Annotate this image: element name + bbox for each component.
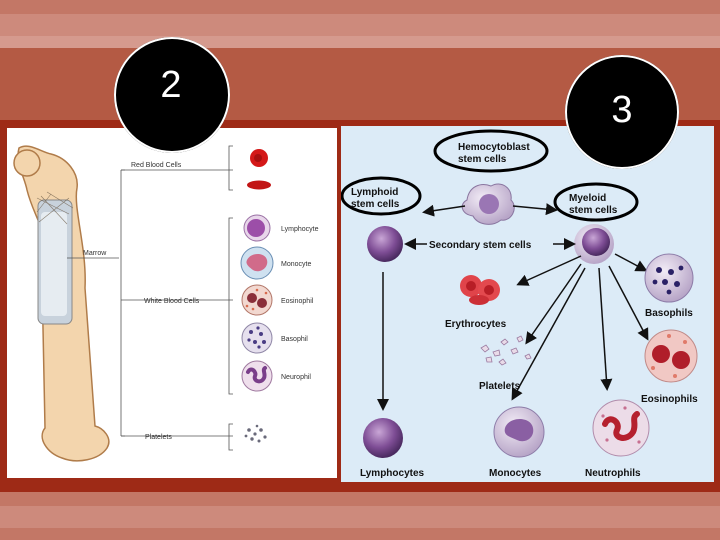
neutrophil-icon bbox=[241, 360, 273, 392]
erythrocytes-icon bbox=[460, 275, 500, 305]
platelets-icon bbox=[244, 424, 267, 443]
neutrophils-label: Neutrophils bbox=[585, 468, 641, 479]
hemocytoblast-cell-icon bbox=[461, 183, 515, 225]
number-badge-2: 2 bbox=[114, 37, 230, 153]
erythrocytes-label: Erythrocytes bbox=[445, 319, 507, 330]
bone-marrow-svg: Marrow Red Blood Cells White Blood Cells… bbox=[13, 145, 319, 462]
basophils-label: Basophils bbox=[645, 308, 693, 319]
top-stripe-3 bbox=[0, 36, 720, 48]
lymphocytes-label: Lymphocytes bbox=[360, 468, 425, 479]
bottom-stripe-2 bbox=[0, 506, 720, 528]
neutrophil-cell-icon bbox=[592, 399, 650, 457]
lymphocyte-cell-icon bbox=[363, 418, 403, 458]
red-blood-cells-label: Red Blood Cells bbox=[131, 162, 182, 169]
marrow-label: Marrow bbox=[83, 250, 107, 257]
platelets-right-label: Platelets bbox=[479, 381, 521, 392]
monocytes-label: Monocytes bbox=[489, 468, 542, 479]
arrow-to-myeloid bbox=[512, 203, 558, 216]
lymphoid-stem-cell-icon bbox=[367, 226, 403, 262]
basophil-icon bbox=[241, 322, 273, 354]
bone-marrow-diagram: Marrow Red Blood Cells White Blood Cells… bbox=[7, 128, 337, 478]
hematopoiesis-svg: Hemocytoblast stem cells Lymphoid stem c… bbox=[340, 129, 698, 479]
top-stripe-1 bbox=[0, 0, 720, 14]
platelets-cluster-icon bbox=[480, 335, 532, 366]
lymphocyte-label: Lymphocyte bbox=[281, 226, 319, 233]
basophil-cell-icon bbox=[644, 253, 694, 303]
bottom-stripe-1 bbox=[0, 492, 720, 506]
top-stripe-2 bbox=[0, 14, 720, 36]
red-blood-cell-side-icon bbox=[247, 180, 271, 190]
white-blood-cells-label: White Blood Cells bbox=[144, 298, 200, 305]
monocyte-icon bbox=[240, 246, 274, 280]
bottom-stripe-3 bbox=[0, 528, 720, 540]
eosinophil-label: Eosinophil bbox=[281, 298, 314, 305]
lymphoid-label: Lymphoid stem cells bbox=[351, 187, 401, 210]
monocyte-cell-icon bbox=[493, 406, 545, 458]
myeloid-label: Myeloid stem cells bbox=[569, 193, 618, 216]
hematopoiesis-diagram: Hemocytoblast stem cells Lymphoid stem c… bbox=[340, 126, 714, 482]
platelets-label: Platelets bbox=[145, 434, 172, 441]
number-badge-3: 3 bbox=[565, 55, 679, 169]
secondary-stem-cells-label: Secondary stem cells bbox=[429, 240, 532, 251]
femur-bone-illustration bbox=[13, 145, 110, 462]
eosinophils-label: Eosinophils bbox=[641, 394, 698, 405]
eosinophil-cell-icon bbox=[644, 329, 698, 383]
eosinophil-icon bbox=[241, 284, 273, 316]
hemocytoblast-label: Hemocytoblast stem cells bbox=[458, 142, 532, 165]
basophil-label: Basophil bbox=[281, 336, 308, 343]
lymphocyte-icon bbox=[243, 214, 271, 242]
arrow-to-lymphoid bbox=[422, 204, 466, 217]
neutrophil-label: Neurophil bbox=[281, 374, 311, 381]
monocyte-label: Monocyte bbox=[281, 261, 311, 268]
myeloid-stem-cell-icon bbox=[574, 224, 614, 264]
